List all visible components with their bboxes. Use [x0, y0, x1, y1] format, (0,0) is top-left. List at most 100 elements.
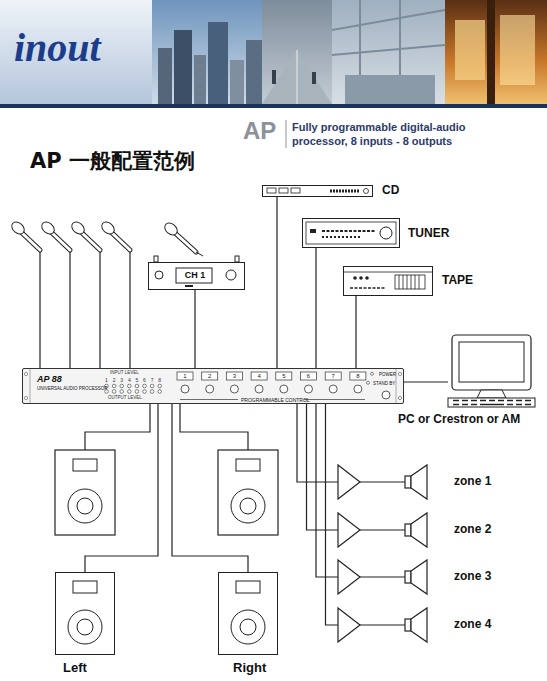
- node-text: PC or Crestron or AM: [398, 413, 520, 426]
- header-banner: [500, 15, 535, 85]
- loudspeaker: [236, 581, 260, 593]
- horn-speaker: zone 4: [405, 608, 428, 642]
- cd-player: [262, 185, 373, 197]
- level-led: [143, 384, 147, 388]
- channel-button: [301, 372, 317, 380]
- microphone: [81, 232, 100, 250]
- node-text: zone 3: [454, 570, 491, 583]
- signal-wire: [316, 404, 405, 577]
- horn-speaker: [411, 513, 427, 547]
- computer: [459, 342, 524, 382]
- channel-button: [177, 372, 366, 380]
- level-led: [112, 390, 116, 394]
- cd-player: [330, 190, 360, 193]
- node-text: TUNER: [408, 227, 449, 240]
- signal-wire: [315, 248, 316, 368]
- computer: [453, 400, 531, 402]
- loudspeaker: [55, 572, 115, 655]
- cd-player: [364, 189, 369, 194]
- level-led: [143, 390, 147, 394]
- brand-logo: inout: [14, 26, 101, 70]
- horn-speaker: [411, 560, 427, 594]
- microphone: [39, 220, 56, 237]
- level-led: [112, 384, 116, 388]
- channel-button: [325, 372, 341, 380]
- horn-speaker: zone 1: [405, 465, 428, 499]
- node-text: POWER: [379, 373, 396, 378]
- level-led: [158, 384, 162, 388]
- channel-button: [202, 372, 218, 380]
- channel-number: 1: [105, 378, 109, 384]
- loudspeaker: [55, 450, 278, 655]
- loudspeaker: Right: [218, 572, 278, 655]
- signal-wire: [194, 290, 195, 368]
- header-banner: [297, 50, 298, 104]
- subtitle-separator: [286, 120, 287, 148]
- audio-processor: AP 88UNIVERSAL AUDIO PROCESSORPROGRAMMAB…: [22, 368, 404, 404]
- header-banner: [152, 0, 262, 104]
- product-code: AP: [243, 118, 276, 144]
- computer: [477, 390, 506, 398]
- button-number: 7: [325, 373, 341, 380]
- loudspeaker: [231, 489, 265, 523]
- level-led: [128, 384, 132, 388]
- microphone: [69, 220, 86, 237]
- loudspeaker: [68, 610, 102, 644]
- microphone-wire: [69, 252, 70, 368]
- horn-speaker: [405, 465, 427, 642]
- audio-processor: [398, 372, 401, 375]
- cd-player: CD: [262, 185, 373, 197]
- audio-processor: [398, 396, 401, 399]
- microphone: [9, 220, 26, 237]
- amplifier: [338, 465, 360, 499]
- signal-wire: [307, 404, 406, 530]
- channel-button: [177, 372, 193, 380]
- wireless-microphone: [175, 233, 196, 252]
- cd-player: [291, 188, 300, 193]
- control-knob: [305, 385, 313, 393]
- product-description: Fully programmable digital-audio process…: [292, 120, 497, 148]
- tuner: [302, 218, 400, 248]
- channel-number: 8: [158, 378, 162, 384]
- header-banner: [312, 72, 316, 84]
- diagram-title: AP 一般配置范例: [30, 150, 195, 173]
- tuner: [310, 229, 316, 233]
- control-knob: [354, 385, 362, 393]
- microphone: [111, 232, 130, 250]
- loudspeaker: [240, 498, 256, 514]
- microphone: [51, 232, 70, 250]
- audio-processor: [24, 372, 27, 375]
- level-led: [120, 390, 124, 394]
- control-knob: [206, 385, 214, 393]
- header-banner: [455, 20, 485, 80]
- loudspeaker: [73, 459, 97, 471]
- level-led: [135, 384, 139, 388]
- wireless-receiver: [148, 256, 245, 290]
- node-text: zone 4: [454, 618, 491, 631]
- header-banner: [194, 55, 206, 104]
- node-text: PROGRAMMABLE CONTROL: [241, 398, 310, 404]
- microphone-wire: [129, 252, 130, 368]
- microphone: [51, 232, 70, 250]
- tuner: [322, 230, 375, 232]
- computer: PC or Crestron or AM: [448, 335, 535, 408]
- header-banner: [345, 75, 435, 104]
- tape-deck: [399, 275, 419, 289]
- level-led: [128, 390, 132, 394]
- audio-processor: [22, 368, 404, 404]
- wireless-microphone: [162, 221, 203, 256]
- signal-wire: [326, 404, 406, 625]
- signal-wire: [355, 296, 356, 368]
- microphone: [111, 232, 130, 250]
- wireless-microphone: [175, 233, 196, 252]
- wireless-receiver: CH 1: [148, 262, 245, 290]
- audio-processor: [22, 368, 404, 404]
- node-text: Left: [63, 661, 87, 675]
- tape-deck: [350, 287, 385, 289]
- horn-speaker: zone 2: [405, 513, 428, 547]
- microphone-wire: [39, 252, 40, 368]
- microphone: [21, 232, 40, 250]
- button-number: 5: [276, 373, 292, 380]
- header-banner: [0, 0, 152, 104]
